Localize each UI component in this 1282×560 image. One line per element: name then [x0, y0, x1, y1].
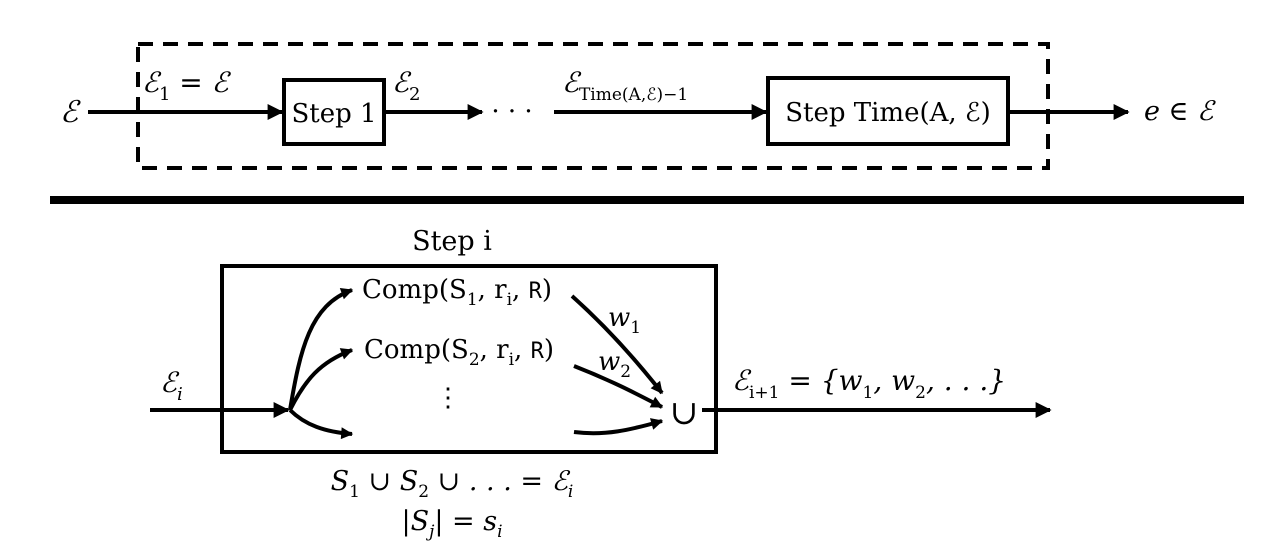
step1-box [282, 78, 386, 146]
e-prev-label: ℰTime(A,ℰ)−1 [562, 66, 688, 105]
output-label: e ∈ ℰ [1144, 96, 1216, 127]
vertical-ellipsis: ⋮ [435, 383, 461, 413]
comp-s2-label: Comp(S2, ri, R) [364, 335, 554, 370]
ei-label: ℰi [160, 366, 183, 405]
input-set-label: ℰ [60, 95, 81, 130]
e1-label: ℰ1 = ℰ [142, 66, 232, 105]
ei-plus-1-label: ℰi+1 = {w1, w2, . . .} [732, 364, 1006, 403]
merge-curve-3 [573, 418, 664, 436]
e2-label: ℰ2 [392, 66, 420, 105]
union-symbol: ∪ [670, 393, 699, 433]
w2-label: w2 [598, 347, 631, 382]
ellipsis: · · · [491, 97, 532, 127]
comp-s1-label: Comp(S1, ri, R) [362, 275, 552, 310]
size-caption: |Sj| = si [401, 506, 502, 542]
bottom-panel: Step i ℰi Comp(S1, ri, R) Comp(S2, ri, R… [150, 226, 1052, 542]
last-step-label: Step Time(A, ℰ) [785, 98, 991, 128]
branch-curve-1 [288, 287, 354, 411]
branch-curve-2 [288, 348, 354, 411]
w1-label: w1 [608, 303, 641, 338]
top-panel: ℰ ℰ1 = ℰ Step 1 ℰ2 · · · ℰTime(A,ℰ)−1 St… [60, 42, 1216, 170]
step-i-title: Step i [412, 226, 492, 257]
partition-caption: S1 ∪ S2 ∪ . . . = ℰi [331, 466, 574, 502]
step-i-box [220, 264, 718, 454]
branch-curve-3 [288, 408, 354, 440]
step1-label: Step 1 [291, 99, 376, 129]
last-step-box [766, 76, 1010, 146]
merge-curve-1 [570, 294, 664, 395]
algorithm-dashed-box [136, 42, 1050, 170]
merge-curve-2 [573, 364, 664, 409]
